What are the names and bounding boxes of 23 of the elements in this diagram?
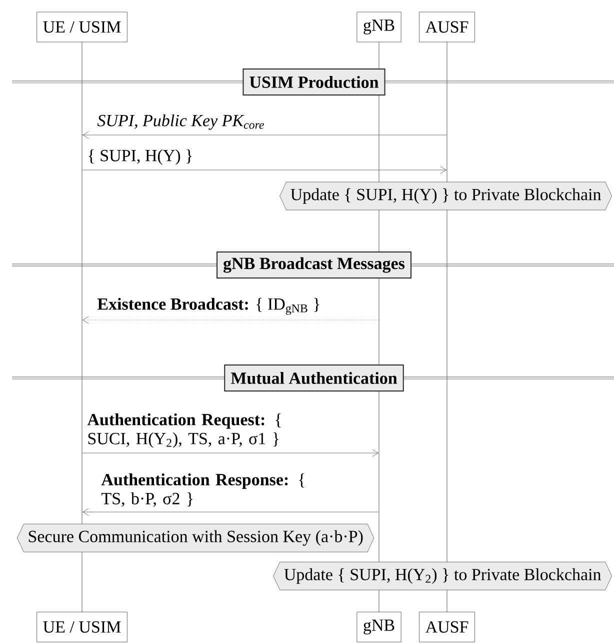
participant-box: gNB (356, 612, 402, 642)
message-label: SUPI, Public Key PK$_{core}$ (97, 114, 264, 130)
participant-box: AUSF (419, 612, 475, 642)
message-label: { SUPI, H(Y) } (88, 149, 192, 165)
section-header-box: gNB Broadcast Messages (216, 252, 412, 278)
hexagon-note: Update { SUPI, H(Y) } to Private Blockchain (280, 182, 612, 210)
message-label: Authentication Response: { TS, b·P, σ2 } (101, 473, 304, 507)
message-arrow (82, 449, 378, 457)
lifeline (446, 42, 448, 612)
section-header-box: Mutual Authentication (224, 364, 404, 392)
participant-box: UE / USIM (36, 12, 128, 42)
participant-box: UE / USIM (36, 612, 128, 642)
participant-box: gNB (356, 12, 402, 42)
hexagon-note: Secure Communication with Session Key (a·b·P) (17, 524, 374, 552)
message-label: Authentication Request: { SUCI, H(Y$_{2}$), TS, a·P, σ1 } (87, 413, 281, 448)
message-arrow (82, 131, 447, 139)
message-arrow (82, 316, 379, 324)
participant-box: AUSF (419, 12, 475, 42)
hexagon-note: Update { SUPI, H(Y$_{2}$) } to Private Blockchain (273, 562, 612, 590)
section-header-box: USIM Production (242, 68, 386, 96)
message-label: Existence Broadcast: { ID$_{gNB}$ } (98, 298, 320, 315)
message-arrow (82, 508, 379, 516)
message-arrow (82, 166, 446, 174)
